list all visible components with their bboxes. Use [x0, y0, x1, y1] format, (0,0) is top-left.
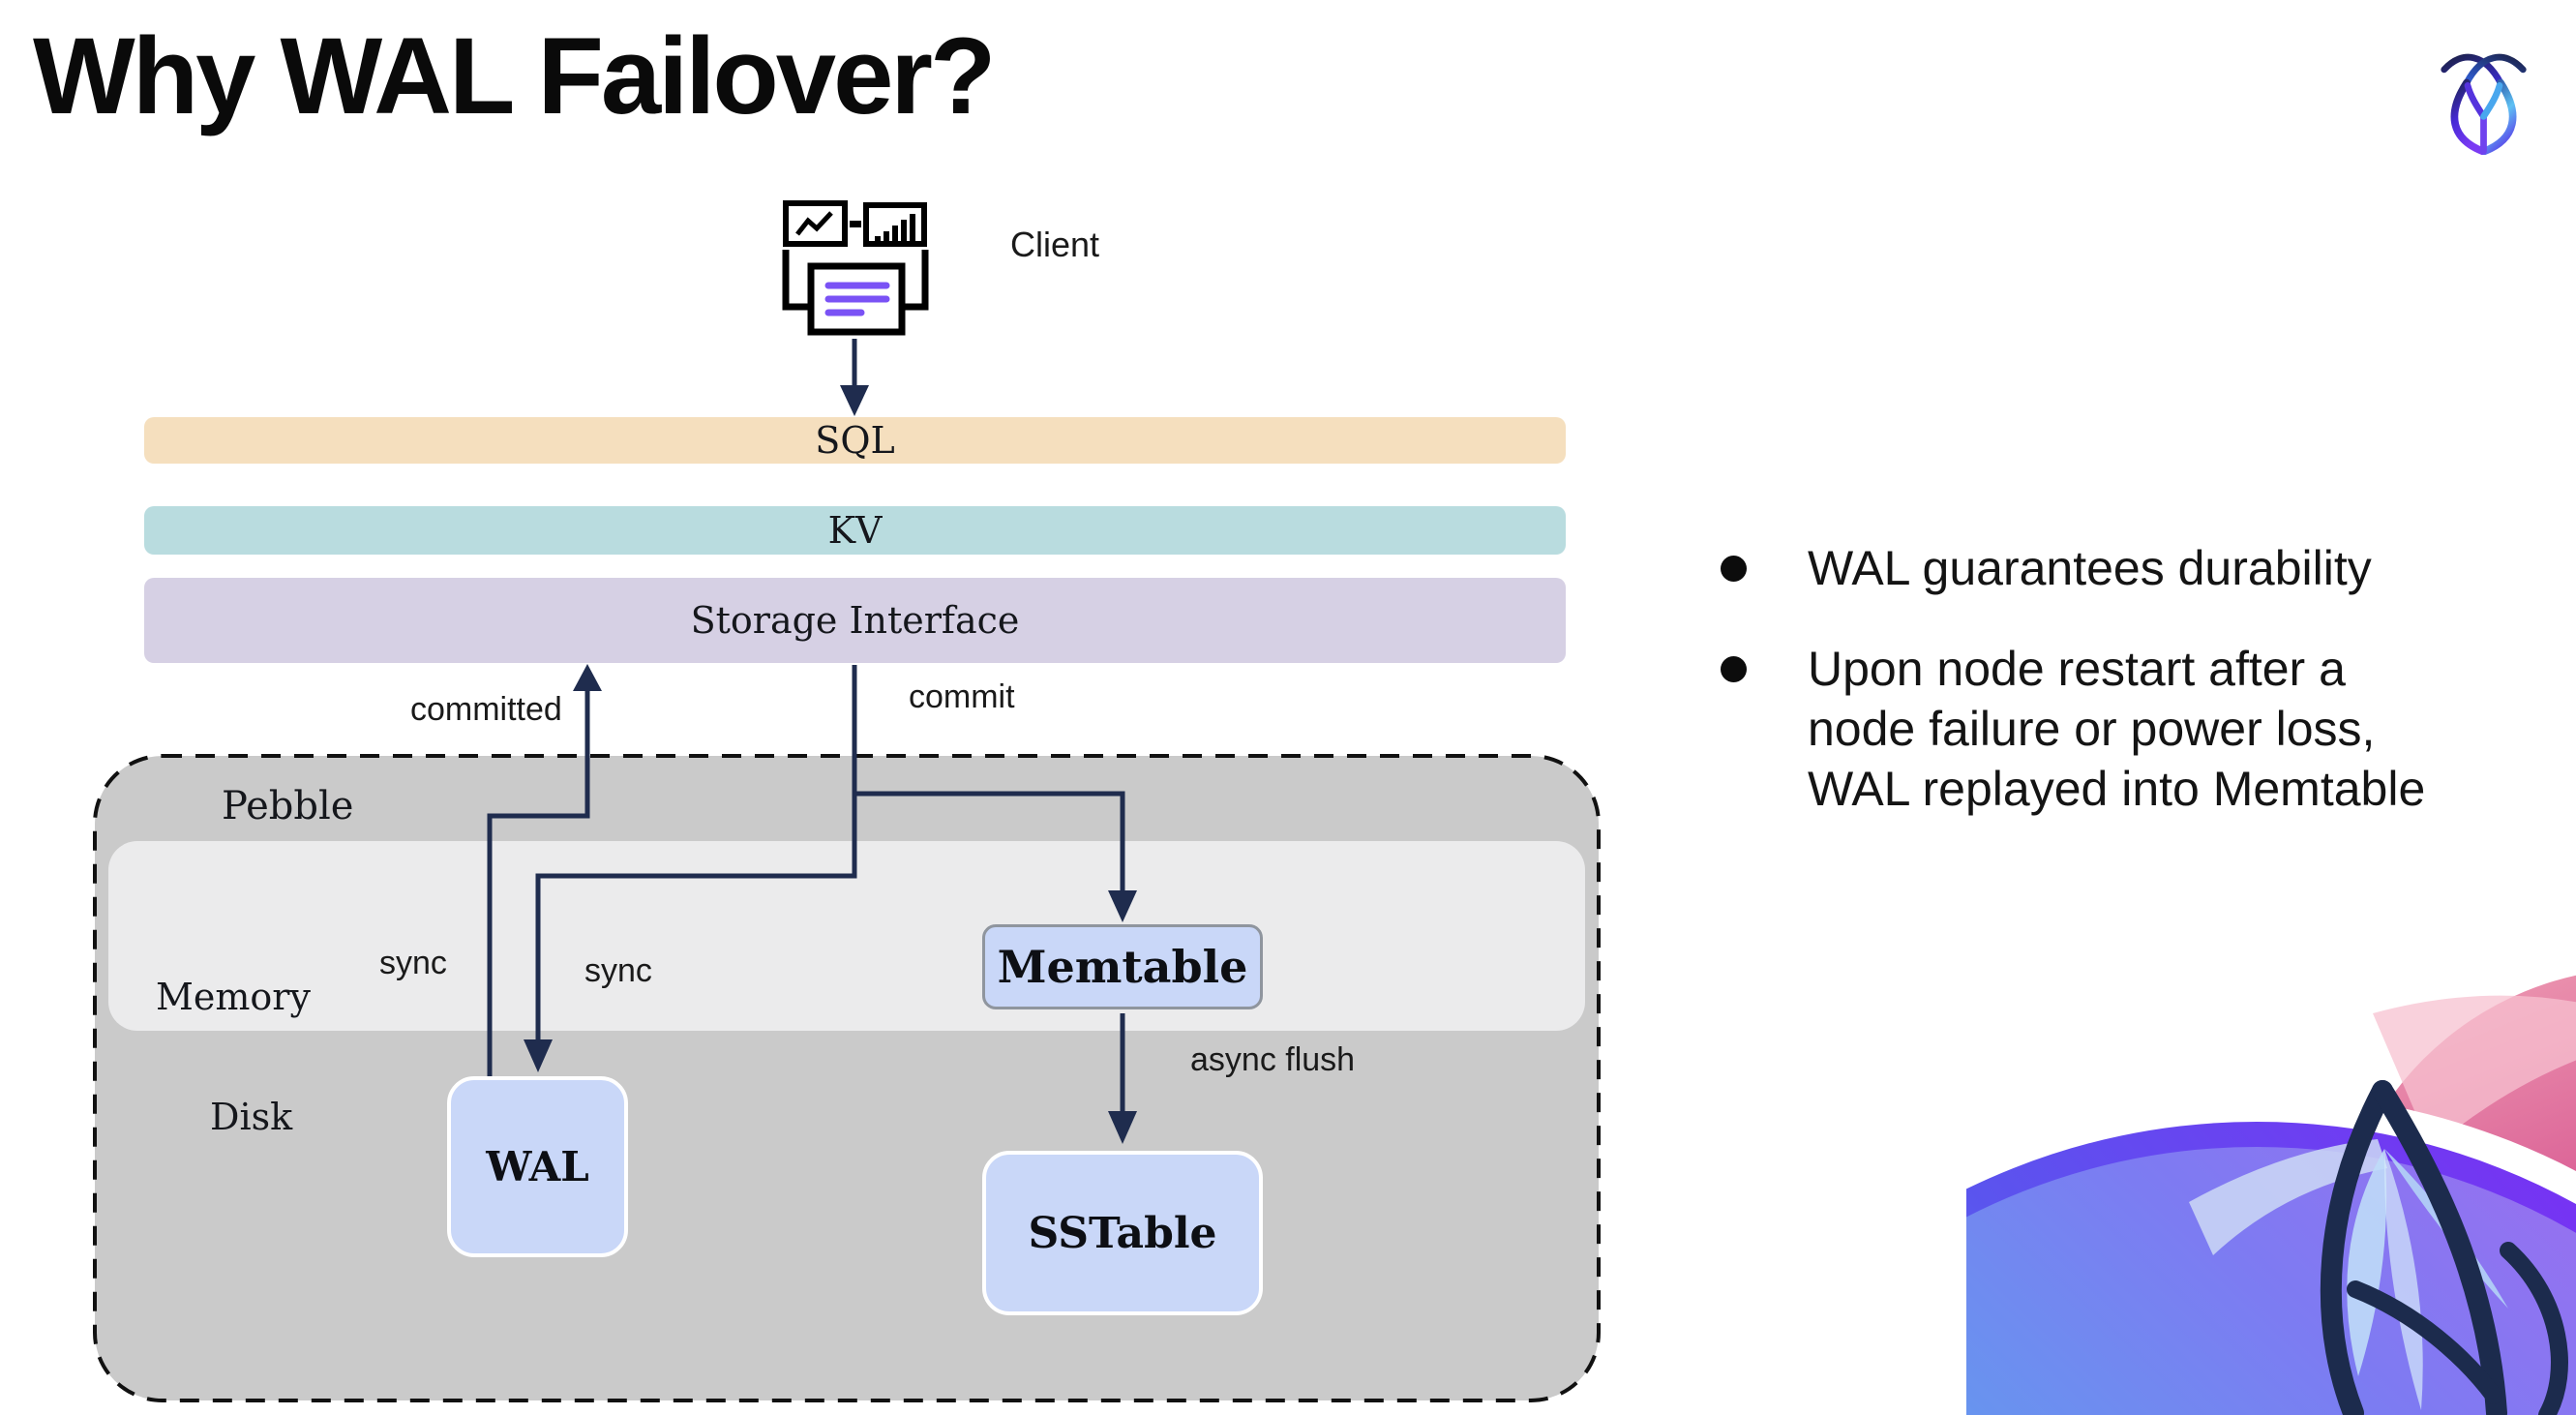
memtable-node-label: Memtable [997, 941, 1248, 993]
bullet-item: Upon node restart after a node failure o… [1808, 642, 2426, 816]
arrowhead-async-flush [1108, 1111, 1137, 1144]
layer-storage-interface: Storage Interface [144, 578, 1566, 663]
page-title: Why WAL Failover? [33, 15, 996, 136]
layer-sql-label: SQL [815, 419, 895, 462]
memory-label: Memory [156, 976, 311, 1018]
sstable-node-label: SSTable [1028, 1208, 1217, 1258]
bullet-dot [1721, 556, 1747, 582]
pebble-label: Pebble [222, 784, 354, 828]
cockroachdb-logo-icon [2441, 53, 2527, 155]
edge-commit-wal [535, 665, 857, 1041]
cockroach-brand-art [1966, 975, 2576, 1415]
bullet-dot [1721, 656, 1747, 682]
client-workstation-icon [782, 200, 929, 336]
memtable-node: Memtable [982, 924, 1263, 1009]
layer-sql: SQL [144, 417, 1566, 464]
sync-right-edge-label: sync [584, 952, 652, 989]
layer-storage-interface-label: Storage Interface [690, 599, 1020, 642]
arrowhead-committed [573, 664, 602, 691]
disk-label: Disk [210, 1096, 293, 1138]
async-flush-edge-label: async flush [1190, 1041, 1356, 1078]
arrowhead-commit-wal [524, 1039, 553, 1072]
committed-edge-label: committed [410, 691, 562, 728]
commit-edge-label: commit [909, 678, 1015, 715]
layer-kv-label: KV [827, 509, 883, 552]
sync-left-edge-label: sync [379, 945, 447, 981]
sstable-node: SSTable [982, 1151, 1263, 1315]
wal-node: WAL [447, 1076, 628, 1257]
bullet-item: WAL guarantees durability [1808, 541, 2372, 595]
arrowhead-client-sql [840, 385, 869, 416]
arrowhead-commit-memtable [1108, 890, 1137, 922]
memory-band [108, 841, 1585, 1031]
edge-commit-memtable [854, 791, 1125, 892]
wal-node-label: WAL [486, 1143, 589, 1190]
edge-committed [487, 689, 590, 1076]
layer-kv: KV [144, 506, 1566, 555]
client-label: Client [1010, 225, 1100, 264]
